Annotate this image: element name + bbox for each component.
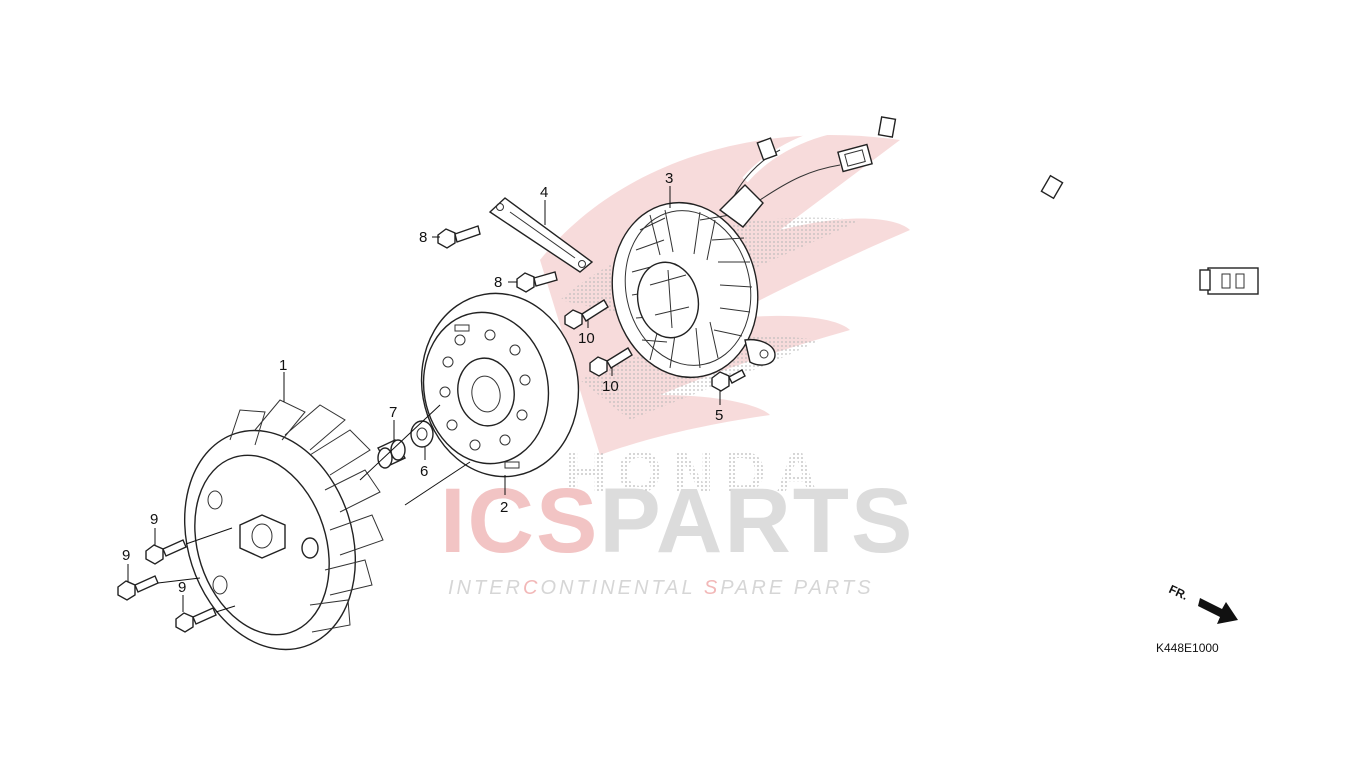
callout-9b: 9 (122, 547, 130, 564)
leader-lines (127, 186, 721, 613)
wire-guide-plate (488, 197, 594, 273)
flywheel-holes (439, 329, 531, 451)
tagline-seg-1: C (523, 577, 540, 599)
bolt-9a (145, 539, 187, 565)
callout-2: 2 (500, 499, 508, 516)
collar-7 (377, 439, 406, 469)
tagline-seg-0: INTER (448, 577, 523, 599)
watermark-brand-parts: PARTS (599, 470, 914, 572)
callout-6: 6 (420, 463, 428, 480)
bolt-8b (516, 271, 558, 293)
diagram-code: K448E1000 (1156, 641, 1219, 655)
callout-4: 4 (540, 184, 548, 201)
harness-clamp-2 (1040, 174, 1064, 200)
callout-10b: 10 (602, 378, 619, 395)
tagline-seg-3: S (704, 577, 720, 599)
callout-7: 7 (389, 404, 397, 421)
bolt-10a (564, 299, 609, 330)
bolt-10b (589, 347, 633, 377)
callout-9c: 9 (178, 579, 186, 596)
washer-6 (410, 420, 434, 448)
connector-end (1199, 267, 1259, 295)
front-direction-indicator: FR. (1167, 582, 1238, 624)
stator-coils (631, 209, 753, 369)
harness-clamp-3 (756, 137, 778, 161)
harness-clamp-1 (877, 116, 897, 138)
fan-blades (229, 399, 384, 633)
callout-8a: 8 (419, 229, 427, 246)
front-arrow-icon (1198, 598, 1238, 624)
callout-8b: 8 (494, 274, 502, 291)
callout-1: 1 (279, 357, 287, 374)
cooling-fan (183, 399, 384, 651)
callout-10a: 10 (578, 330, 595, 347)
connector-small (837, 143, 873, 173)
fan-hub (207, 490, 319, 595)
watermark-tagline: INTERCONTINENTAL SPARE PARTS (448, 577, 874, 599)
callout-9a: 9 (150, 511, 158, 528)
bolt-8a (437, 225, 481, 249)
tagline-seg-2: ONTINENTAL (540, 577, 703, 599)
stator (611, 184, 776, 379)
front-direction-label: FR. (1167, 582, 1190, 603)
watermark-brand: ICSPARTS (440, 470, 914, 572)
bolt-5 (711, 369, 746, 392)
bolt-9c (175, 607, 217, 633)
tagline-seg-4: PARE PARTS (720, 577, 873, 599)
bolt-9b (117, 575, 159, 601)
watermark-brand-ics: ICS (440, 470, 599, 572)
callout-3: 3 (665, 170, 673, 187)
flywheel (420, 292, 580, 478)
callout-5: 5 (715, 407, 723, 424)
callouts: 1 2 3 4 5 6 7 8 8 9 9 9 10 10 (122, 170, 723, 596)
watermark-honda-text: HONDA (565, 440, 828, 505)
